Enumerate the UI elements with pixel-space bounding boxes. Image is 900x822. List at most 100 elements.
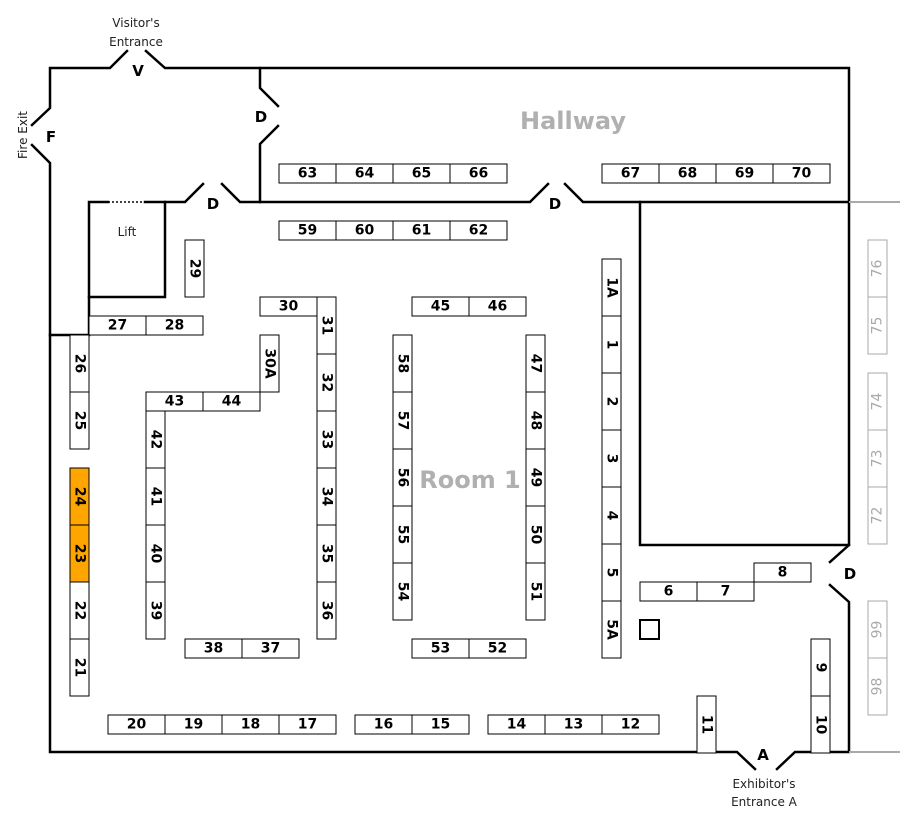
booth-number: 57 bbox=[395, 411, 411, 430]
booth-number: 3 bbox=[604, 454, 620, 464]
booth-2[interactable]: 2 bbox=[601, 372, 622, 431]
visitor-entrance-door[interactable]: V bbox=[132, 62, 144, 80]
booth-number: 40 bbox=[148, 544, 164, 564]
booth-10[interactable]: 10 bbox=[810, 695, 831, 754]
booth-40[interactable]: 40 bbox=[145, 524, 166, 583]
booth-number: 23 bbox=[72, 544, 88, 563]
booth-64[interactable]: 64 bbox=[335, 163, 394, 184]
booth-number: 65 bbox=[412, 166, 431, 182]
booth-45[interactable]: 45 bbox=[411, 296, 470, 317]
booth-9[interactable]: 9 bbox=[810, 638, 831, 697]
booth-53[interactable]: 53 bbox=[411, 638, 470, 659]
booth-18[interactable]: 18 bbox=[221, 714, 280, 735]
booth-59[interactable]: 59 bbox=[278, 220, 337, 241]
exhibitor-entrance-door[interactable]: A bbox=[757, 746, 769, 764]
booth-11[interactable]: 11 bbox=[696, 695, 717, 754]
booth-number: 8 bbox=[778, 565, 788, 581]
booth-42[interactable]: 42 bbox=[145, 410, 166, 469]
booth-56[interactable]: 56 bbox=[392, 448, 413, 507]
booth-23[interactable]: 23 bbox=[69, 524, 90, 583]
booth-36[interactable]: 36 bbox=[316, 581, 337, 640]
booth-number: 68 bbox=[678, 166, 697, 182]
booth-66[interactable]: 66 bbox=[449, 163, 508, 184]
booth-19[interactable]: 19 bbox=[164, 714, 223, 735]
booth-38[interactable]: 38 bbox=[184, 638, 243, 659]
booth-15[interactable]: 15 bbox=[411, 714, 470, 735]
booth-65[interactable]: 65 bbox=[392, 163, 451, 184]
booth-49[interactable]: 49 bbox=[525, 448, 546, 507]
booth-62[interactable]: 62 bbox=[449, 220, 508, 241]
booth-4[interactable]: 4 bbox=[601, 486, 622, 545]
booth-1[interactable]: 1 bbox=[601, 315, 622, 374]
booth-20[interactable]: 20 bbox=[107, 714, 166, 735]
booth-number: 14 bbox=[507, 717, 527, 733]
booth-51[interactable]: 51 bbox=[525, 562, 546, 621]
booth-1a[interactable]: 1A bbox=[601, 258, 622, 317]
booth-48[interactable]: 48 bbox=[525, 391, 546, 450]
booth-16[interactable]: 16 bbox=[354, 714, 413, 735]
booth-number: 51 bbox=[528, 582, 544, 601]
booth-63[interactable]: 63 bbox=[278, 163, 337, 184]
booth-50[interactable]: 50 bbox=[525, 505, 546, 564]
booth-54[interactable]: 54 bbox=[392, 562, 413, 621]
booth-number: 26 bbox=[72, 354, 88, 373]
booth-13[interactable]: 13 bbox=[544, 714, 603, 735]
booth-70[interactable]: 70 bbox=[772, 163, 831, 184]
booth-31[interactable]: 31 bbox=[316, 296, 337, 355]
booth-8[interactable]: 8 bbox=[753, 562, 812, 583]
booth-6[interactable]: 6 bbox=[639, 581, 698, 602]
booth-39[interactable]: 39 bbox=[145, 581, 166, 640]
booth-35[interactable]: 35 bbox=[316, 524, 337, 583]
booth-46[interactable]: 46 bbox=[468, 296, 527, 317]
door-hallway-west[interactable]: D bbox=[255, 108, 267, 126]
booth-34[interactable]: 34 bbox=[316, 467, 337, 526]
booth-57[interactable]: 57 bbox=[392, 391, 413, 450]
booth-17[interactable]: 17 bbox=[278, 714, 337, 735]
booth-33[interactable]: 33 bbox=[316, 410, 337, 469]
booth-22[interactable]: 22 bbox=[69, 581, 90, 640]
booth-24[interactable]: 24 bbox=[69, 467, 90, 526]
booth-30a[interactable]: 30A bbox=[259, 334, 280, 393]
door-room-east[interactable]: D bbox=[844, 565, 856, 583]
booth-41[interactable]: 41 bbox=[145, 467, 166, 526]
booth-69[interactable]: 69 bbox=[715, 163, 774, 184]
booth-28[interactable]: 28 bbox=[145, 315, 204, 336]
booth-21[interactable]: 21 bbox=[69, 638, 90, 697]
booth-29[interactable]: 29 bbox=[184, 239, 205, 298]
booth-number: 76 bbox=[870, 260, 886, 278]
booth-number: 18 bbox=[241, 717, 260, 733]
booth-32[interactable]: 32 bbox=[316, 353, 337, 412]
booth-5[interactable]: 5 bbox=[601, 543, 622, 602]
booth-61[interactable]: 61 bbox=[392, 220, 451, 241]
booth-55[interactable]: 55 bbox=[392, 505, 413, 564]
booth-number: 25 bbox=[72, 411, 88, 430]
booth-outline bbox=[525, 562, 546, 621]
booth-68[interactable]: 68 bbox=[658, 163, 717, 184]
fire-exit-door[interactable]: F bbox=[46, 128, 56, 146]
booth-67[interactable]: 67 bbox=[601, 163, 660, 184]
exhibitor-entrance-sub: Entrance A bbox=[731, 795, 798, 809]
booth-47[interactable]: 47 bbox=[525, 334, 546, 393]
booth-14[interactable]: 14 bbox=[487, 714, 546, 735]
booth-outline bbox=[69, 391, 90, 450]
door-room-west[interactable]: D bbox=[207, 195, 219, 213]
visitor-entrance-sub: Entrance bbox=[109, 35, 163, 49]
booth-37[interactable]: 37 bbox=[241, 638, 300, 659]
booth-5a[interactable]: 5A bbox=[601, 600, 622, 659]
booth-98: 98 bbox=[867, 657, 888, 716]
booth-30[interactable]: 30 bbox=[259, 296, 318, 317]
booth-27[interactable]: 27 bbox=[88, 315, 147, 336]
booth-60[interactable]: 60 bbox=[335, 220, 394, 241]
door-room-center[interactable]: D bbox=[549, 195, 561, 213]
booth-3[interactable]: 3 bbox=[601, 429, 622, 488]
booth-25[interactable]: 25 bbox=[69, 391, 90, 450]
booth-outline bbox=[278, 714, 337, 735]
booth-44[interactable]: 44 bbox=[202, 391, 261, 412]
booth-26[interactable]: 26 bbox=[69, 334, 90, 393]
booth-52[interactable]: 52 bbox=[468, 638, 527, 659]
booth-7[interactable]: 7 bbox=[696, 581, 755, 602]
booth-58[interactable]: 58 bbox=[392, 334, 413, 393]
booth-43[interactable]: 43 bbox=[145, 391, 204, 412]
booth-number: 21 bbox=[72, 658, 88, 677]
booth-12[interactable]: 12 bbox=[601, 714, 660, 735]
